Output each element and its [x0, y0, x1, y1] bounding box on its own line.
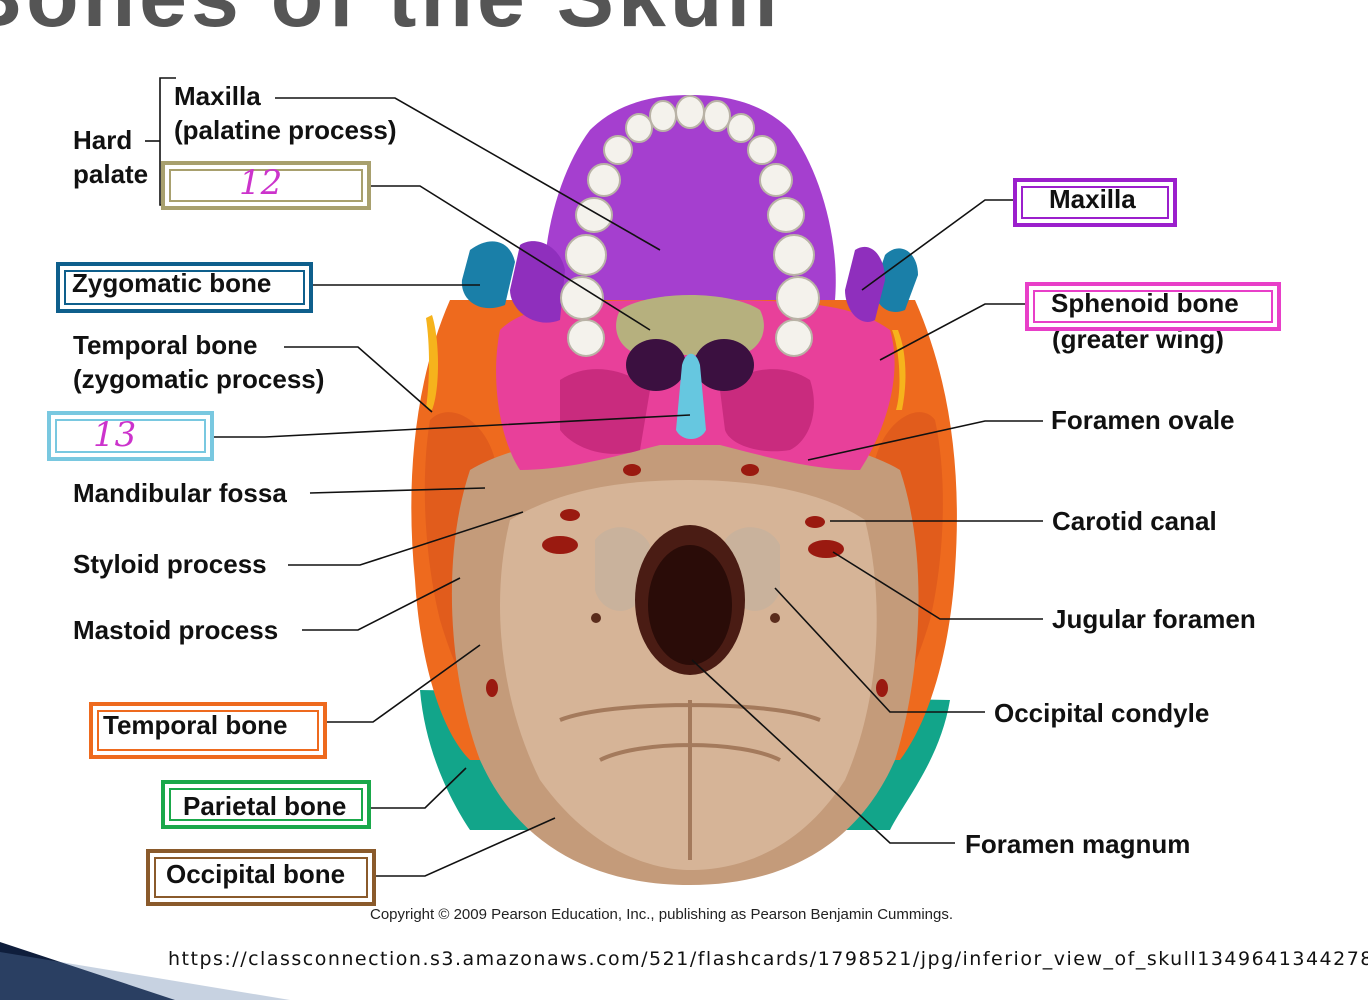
- label-carotid-canal: Carotid canal: [1052, 506, 1217, 536]
- corner-swoosh: [0, 942, 290, 1000]
- boxed-label-occipital-bone: Occipital bone: [146, 849, 376, 906]
- label-temporal-zygomatic-sub: (zygomatic process): [73, 364, 325, 394]
- label-foramen-ovale: Foramen ovale: [1051, 405, 1235, 435]
- slide-title: Bones of the Skull: [0, 0, 782, 47]
- occipital-bone-text: Occipital bone: [166, 859, 346, 889]
- label-occipital-condyle: Occipital condyle: [994, 698, 1210, 728]
- boxed-label-maxilla: Maxilla: [1013, 178, 1177, 227]
- leader-lines: [145, 77, 1043, 877]
- label-mastoid-process: Mastoid process: [73, 615, 279, 645]
- handwritten-12: 12: [239, 163, 283, 203]
- copyright-notice: Copyright © 2009 Pearson Education, Inc.…: [370, 906, 954, 923]
- label-jugular-foramen: Jugular foramen: [1052, 604, 1256, 634]
- zygomatic-bone-text: Zygomatic bone: [72, 268, 272, 298]
- source-url[interactable]: https://classconnection.s3.amazonaws.com…: [168, 948, 1368, 970]
- boxed-label-zygomatic-bone: Zygomatic bone: [56, 262, 313, 313]
- handwritten-13: 13: [93, 415, 137, 455]
- label-maxilla-palatine-sub: (palatine process): [174, 115, 397, 145]
- boxed-label-parietal-bone: Parietal bone: [161, 780, 371, 829]
- skull-inferior-view: [411, 95, 957, 885]
- answer-box-12[interactable]: 12: [161, 161, 371, 210]
- label-maxilla-palatine: Maxilla: [174, 81, 261, 111]
- label-hard: Hard: [73, 125, 133, 155]
- parietal-bone-text: Parietal bone: [183, 791, 347, 821]
- temporal-bone-text: Temporal bone: [103, 710, 288, 740]
- maxilla-text: Maxilla: [1049, 184, 1136, 214]
- boxed-label-sphenoid-bone: Sphenoid bone: [1025, 282, 1281, 331]
- boxed-label-temporal-bone: Temporal bone: [89, 702, 327, 759]
- label-temporal-zygomatic: Temporal bone: [73, 330, 258, 360]
- label-palate: palate: [73, 159, 149, 189]
- label-mandibular-fossa: Mandibular fossa: [73, 478, 287, 508]
- answer-box-13[interactable]: 13: [47, 411, 214, 461]
- label-styloid-process: Styloid process: [73, 549, 267, 579]
- sphenoid-bone-text: Sphenoid bone: [1051, 288, 1239, 318]
- label-foramen-magnum: Foramen magnum: [965, 829, 1191, 859]
